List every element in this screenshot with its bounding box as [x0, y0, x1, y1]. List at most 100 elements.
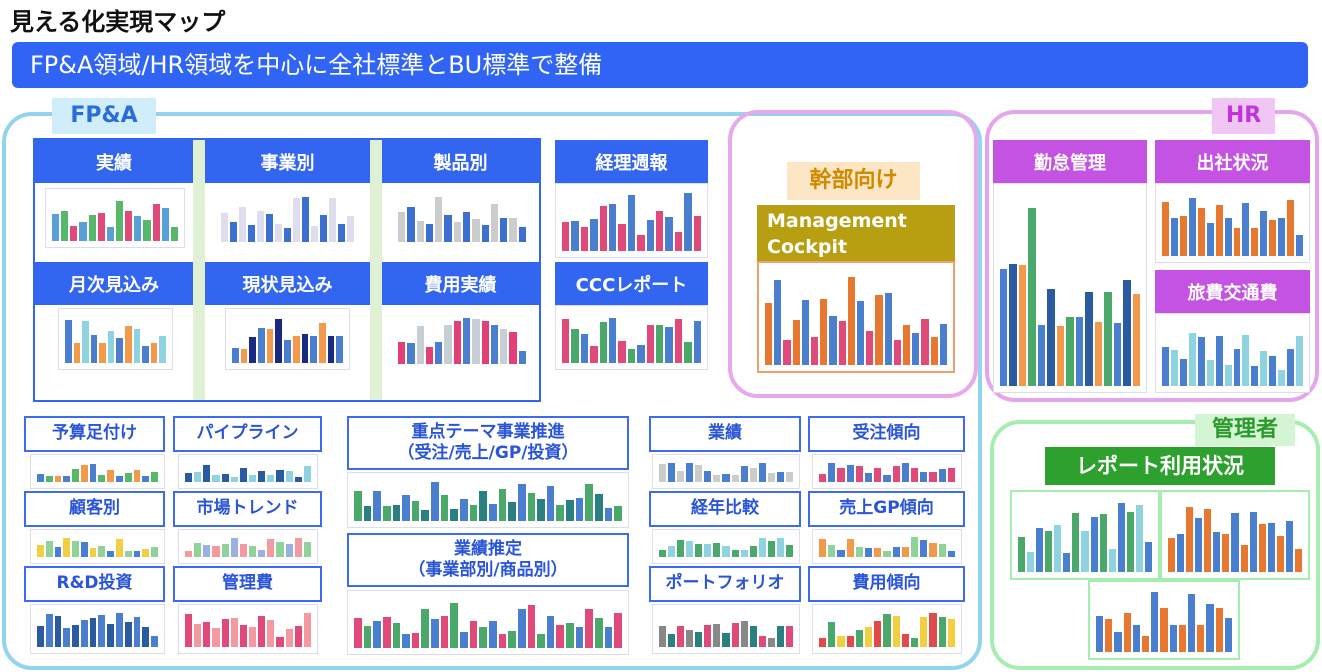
thumbnail-bar	[903, 324, 911, 365]
dashboard-thumbnail[interactable]	[1010, 490, 1160, 580]
dashboard-thumbnail[interactable]	[1155, 183, 1310, 263]
report-hiyo-jisseki[interactable]: 費用実績	[382, 262, 539, 305]
dashboard-thumbnail[interactable]	[392, 188, 532, 248]
report-usage-status[interactable]: レポート利用状況	[1045, 447, 1275, 485]
thumbnail-bar	[303, 465, 311, 482]
report-kanrihi[interactable]: 管理費	[173, 566, 322, 602]
report-jigyobetsu[interactable]: 事業別	[205, 140, 370, 183]
report-getsuji-mikomi[interactable]: 月次見込み	[35, 262, 193, 305]
dashboard-thumbnail[interactable]	[30, 604, 165, 654]
report-kokyaku[interactable]: 顧客別	[24, 491, 165, 527]
thumbnail-bar	[54, 615, 62, 647]
thumbnail-bar	[1213, 532, 1221, 572]
thumbnail-bar	[604, 627, 613, 648]
thumbnail-bar	[776, 538, 784, 557]
report-hiyo-keiko[interactable]: 費用傾向	[808, 566, 965, 602]
report-shussha[interactable]: 出社状況	[1155, 140, 1310, 183]
thumbnail-bar	[684, 193, 692, 251]
thumbnail-bar	[1170, 350, 1178, 386]
thumbnail-bar	[938, 468, 946, 482]
dashboard-thumbnail[interactable]	[392, 308, 532, 370]
dashboard-thumbnail[interactable]	[757, 261, 955, 373]
report-juchu-keiko[interactable]: 受注傾向	[808, 416, 965, 452]
report-yosan[interactable]: 予算足付け	[24, 416, 165, 452]
report-jisseki[interactable]: 実績	[35, 140, 193, 183]
thumbnail-bar	[82, 321, 89, 363]
thumbnail-bar	[767, 638, 775, 647]
thumbnail-bar	[758, 635, 766, 647]
thumbnail-bar	[1197, 208, 1205, 256]
report-juten-theme[interactable]: 重点テーマ事業推進 （受注/売上/GP/投資）	[347, 416, 629, 470]
dashboard-thumbnail[interactable]	[652, 604, 800, 654]
dashboard-thumbnail[interactable]	[58, 308, 173, 370]
thumbnail-bar	[159, 335, 166, 363]
thumbnail-bar	[1186, 506, 1194, 572]
dashboard-thumbnail[interactable]	[178, 454, 318, 489]
dashboard-thumbnail[interactable]	[30, 454, 165, 489]
dashboard-thumbnail[interactable]	[347, 472, 629, 528]
report-rd[interactable]: R&D投資	[24, 566, 165, 602]
thumbnail-bar	[285, 544, 293, 557]
dashboard-thumbnail[interactable]	[45, 188, 185, 248]
thumbnail-bar	[740, 466, 748, 482]
thumbnail-bar	[72, 468, 79, 482]
report-keiri-shuho[interactable]: 経理週報	[555, 140, 708, 183]
dashboard-thumbnail[interactable]	[30, 529, 165, 564]
thumbnail-bar	[72, 625, 79, 647]
report-management-cockpit[interactable]: Management Cockpit	[757, 205, 955, 261]
report-shijo-trend[interactable]: 市場トレンド	[173, 491, 322, 527]
report-pipeline[interactable]: パイプライン	[173, 416, 322, 452]
dashboard-thumbnail[interactable]	[652, 529, 800, 564]
thumbnail-bar	[776, 625, 784, 647]
thumbnail-bar	[203, 465, 211, 482]
dashboard-thumbnail[interactable]	[225, 308, 350, 370]
dashboard-thumbnail[interactable]	[215, 188, 360, 248]
report-keinen-hikaku[interactable]: 経年比較	[649, 491, 801, 527]
dashboard-thumbnail[interactable]	[993, 183, 1147, 393]
dashboard-thumbnail[interactable]	[1088, 580, 1240, 660]
thumbnail-bar	[855, 466, 864, 482]
dashboard-thumbnail[interactable]	[178, 604, 318, 654]
dashboard-thumbnail[interactable]	[812, 454, 962, 489]
report-uriage-gp[interactable]: 売上GP傾向	[808, 491, 965, 527]
dashboard-thumbnail[interactable]	[652, 454, 800, 489]
thumbnail-bar	[674, 231, 683, 251]
report-portfolio[interactable]: ポートフォリオ	[649, 566, 801, 602]
dashboard-thumbnail[interactable]	[1155, 313, 1310, 393]
dashboard-thumbnail[interactable]	[178, 529, 318, 564]
dashboard-thumbnail[interactable]	[1160, 490, 1310, 580]
thumbnail-bar	[1132, 625, 1141, 652]
thumbnail-bar	[45, 476, 53, 482]
thumbnail-bar	[212, 628, 220, 647]
report-kintai[interactable]: 勤怠管理	[993, 140, 1147, 183]
thumbnail-bar	[479, 491, 487, 521]
thumbnail-bar	[440, 615, 449, 648]
thumbnail-bar	[170, 227, 178, 241]
dashboard-thumbnail[interactable]	[555, 305, 708, 370]
report-gyoseki[interactable]: 業績	[649, 416, 801, 452]
thumbnail-bar	[911, 467, 919, 482]
thumbnail-bar	[45, 540, 53, 557]
thumbnail-bar	[517, 609, 526, 648]
dashboard-thumbnail[interactable]	[347, 590, 629, 655]
thumbnail-bar	[185, 613, 193, 647]
thumbnail-bar	[566, 622, 574, 648]
thumbnail-bar	[1169, 624, 1177, 652]
thumbnail-bar	[275, 318, 283, 363]
thumbnail-bar	[695, 544, 703, 557]
dashboard-thumbnail[interactable]	[555, 183, 708, 258]
thumbnail-bar	[435, 342, 443, 364]
report-genjo-mikomi[interactable]: 現状見込み	[205, 262, 370, 305]
thumbnail-bar	[590, 345, 598, 363]
report-seihinbetsu[interactable]: 製品別	[382, 140, 539, 183]
report-gyoseki-suitei[interactable]: 業績推定 （事業部別/商品別）	[347, 533, 629, 587]
thumbnail-bar	[1215, 205, 1223, 256]
thumbnail-bar	[116, 476, 123, 482]
report-ryohi[interactable]: 旅費交通費	[1155, 270, 1310, 313]
dashboard-thumbnail[interactable]	[812, 529, 962, 564]
thumbnail-bar	[1162, 346, 1169, 386]
thumbnail-bar	[79, 221, 87, 241]
thumbnail-bar	[402, 634, 410, 648]
dashboard-thumbnail[interactable]	[812, 604, 962, 654]
report-ccc[interactable]: CCCレポート	[555, 262, 708, 305]
